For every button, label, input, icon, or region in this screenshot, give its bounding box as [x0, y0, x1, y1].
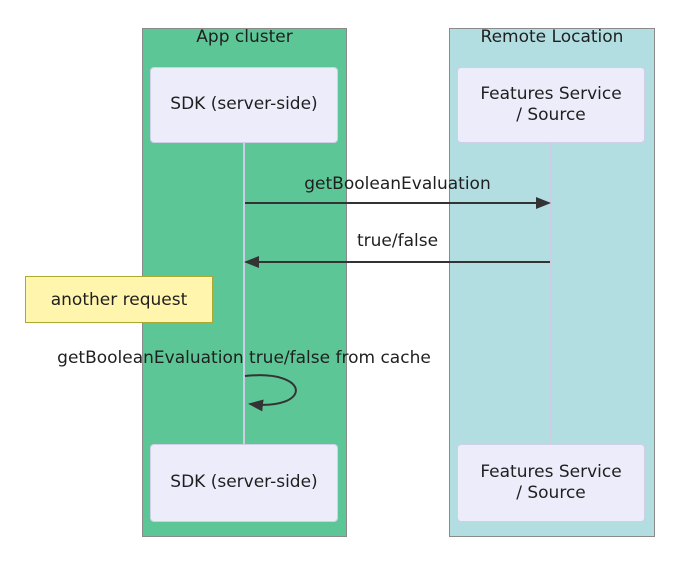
actor-label: Features Service / Source: [480, 461, 622, 503]
actor-box-sdk-bottom: SDK (server-side): [150, 444, 338, 522]
actor-box-features-service-top: Features Service / Source: [457, 67, 645, 143]
message-label-cache: getBooleanEvaluation true/false from cac…: [57, 348, 431, 368]
app-cluster-label: App cluster: [196, 27, 293, 47]
actor-box-features-service-bottom: Features Service / Source: [457, 444, 645, 522]
lifeline-features-service: [550, 143, 552, 444]
message-label-true-false: true/false: [356, 231, 439, 251]
actor-label: SDK (server-side): [170, 472, 318, 493]
message-label-getBooleanEvaluation: getBooleanEvaluation: [304, 174, 491, 194]
note-another-request: another request: [25, 276, 213, 323]
lifeline-sdk: [243, 143, 245, 444]
note-text: another request: [50, 289, 188, 310]
actor-label: SDK (server-side): [170, 94, 318, 115]
remote-location-label: Remote Location: [480, 27, 624, 47]
actor-box-sdk-top: SDK (server-side): [150, 67, 338, 143]
actor-label: Features Service / Source: [480, 83, 622, 125]
